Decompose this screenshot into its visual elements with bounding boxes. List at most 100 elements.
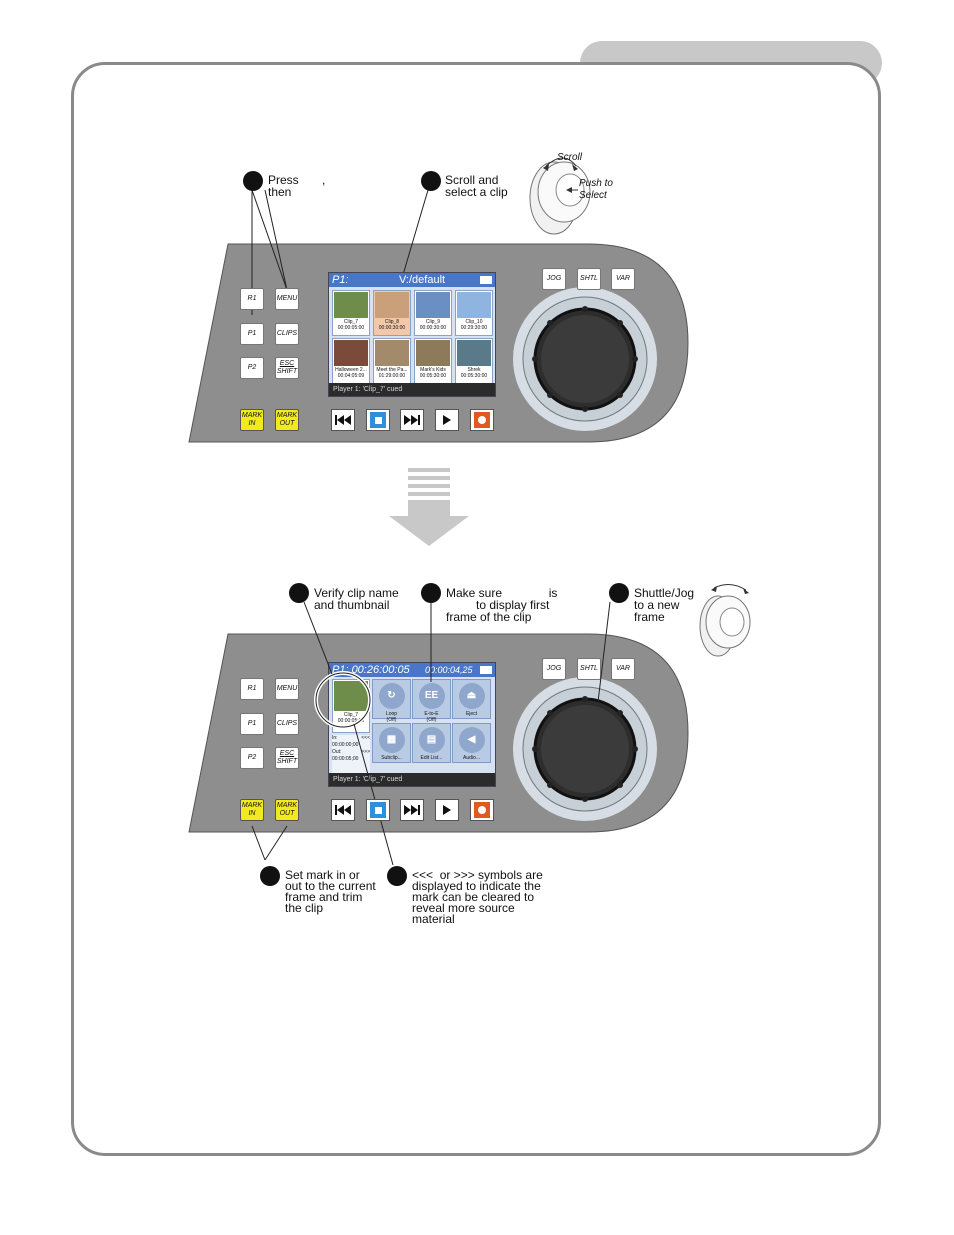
key-clips[interactable]: CLIPS [275, 323, 299, 345]
key-esc-shift[interactable]: ESC SHIFT [275, 357, 299, 379]
key-r1[interactable]: R1 [240, 288, 264, 310]
audio-icon: ◀ [458, 727, 485, 753]
edit-list-icon: ▤ [418, 727, 445, 753]
key-mark-out-bottom[interactable]: MARK OUT [275, 799, 299, 821]
play-button[interactable] [435, 409, 459, 431]
key-mark-out[interactable]: MARK OUT [275, 409, 299, 431]
key-menu-bottom[interactable]: MENU [275, 678, 299, 700]
fast-forward-button-bottom[interactable] [400, 799, 424, 821]
key-esc-shift-bottom[interactable]: ESC SHIFT [275, 747, 299, 769]
clip-name: Shrek [467, 367, 481, 373]
key-mark-in-bottom[interactable]: MARK IN [240, 799, 264, 821]
clip-thumbnail-item[interactable]: Meet the Pa...01:29:00:00 [373, 338, 411, 384]
stop-button[interactable] [366, 409, 390, 431]
clip-name: Mark's Kids [420, 367, 446, 373]
clip-name: Clip_8 [384, 319, 400, 325]
play-button-bottom[interactable] [435, 799, 459, 821]
clip-timecode: 00:00:30:00 [419, 325, 447, 331]
fast-forward-icon [404, 415, 420, 425]
current-clip-tc: 00:00:05:00 [337, 718, 365, 724]
eject-button[interactable]: ⏏ Eject [452, 679, 491, 719]
step-bullet-3 [289, 583, 309, 603]
fast-forward-button[interactable] [400, 409, 424, 431]
audio-label: Audio... [463, 755, 480, 761]
key-var[interactable]: VAR [611, 268, 635, 290]
key-r1-bottom[interactable]: R1 [240, 678, 264, 700]
out-label: Out: [332, 749, 342, 755]
current-clip-name: Clip_7 [343, 712, 359, 718]
record-button-bottom[interactable] [470, 799, 494, 821]
key-shtl[interactable]: SHTL [577, 268, 601, 290]
clip-name: Meet the Pa... [376, 367, 408, 373]
key-clips-bottom[interactable]: CLIPS [275, 713, 299, 735]
rewind-button-bottom[interactable] [331, 799, 355, 821]
key-jog-bottom[interactable]: JOG [542, 658, 566, 680]
clip-timecode: 00:04:05:09 [337, 373, 365, 379]
select-knob-icon [529, 157, 591, 235]
clip-timecode: 01:29:00:00 [378, 373, 406, 379]
key-p1-bottom[interactable]: P1 [240, 713, 264, 735]
stop-button-bottom[interactable] [366, 799, 390, 821]
step-bullet-2 [421, 171, 441, 191]
lcd-header-top: P1: V:/default [329, 273, 495, 287]
ee-label: E-to-E (Off) [424, 711, 439, 723]
lcd-header-bottom: P1: 00:26:00:05 00:00:04,25 [329, 663, 495, 677]
eject-label: Eject [465, 711, 478, 717]
eject-icon: ⏏ [458, 683, 485, 709]
subclip-button[interactable]: ▦Subclip... [372, 723, 411, 763]
clip-image [457, 292, 491, 318]
loop-icon: ↻ [378, 683, 405, 709]
step-bullet-5 [609, 583, 629, 603]
step-4-text: Make sure is to display first frame of t… [446, 586, 558, 624]
down-arrow-icon [389, 468, 469, 546]
step-3-text: Verify clip name and thumbnail [314, 586, 399, 612]
lcd-duration: 00:00:04,25 [425, 665, 473, 675]
key-menu[interactable]: MENU [275, 288, 299, 310]
key-p2-bottom[interactable]: P2 [240, 747, 264, 769]
fast-forward-icon [404, 805, 420, 815]
step-bullet-6 [260, 866, 280, 886]
key-esc-label-bottom: ESC [279, 750, 295, 757]
key-var-bottom[interactable]: VAR [611, 658, 635, 680]
clip-name: Halloween 2... [335, 367, 367, 373]
clip-thumbnail-item[interactable]: Halloween 2...00:04:05:09 [332, 338, 370, 384]
clip-name: Clip_9 [425, 319, 441, 325]
out-timecode: 00:00:05;00 [332, 756, 359, 762]
record-button[interactable] [470, 409, 494, 431]
mark-in-out-readout: In: <<< 00:00:00;00 Out: >>> 00:00:05;00 [332, 735, 370, 773]
clip-timecode: 00:05:30:00 [419, 373, 447, 379]
in-label: In: [332, 735, 338, 741]
edit-list-label: Edit List... [420, 755, 443, 761]
callout-lines-bottom [251, 601, 611, 866]
edit-list-button[interactable]: ▤ Edit List... [412, 723, 451, 763]
key-shtl-bottom[interactable]: SHTL [577, 658, 601, 680]
clip-image [416, 292, 450, 318]
record-icon [474, 412, 490, 428]
play-icon [443, 415, 451, 425]
clip-timecode: 00:00:05:00 [337, 325, 365, 331]
key-jog[interactable]: JOG [542, 268, 566, 290]
audio-button[interactable]: ◀ Audio... [452, 723, 491, 763]
in-arrows: <<< [361, 735, 370, 741]
step-bullet-7 [387, 866, 407, 886]
step-2-text: Scroll and select a clip [445, 173, 508, 199]
step-1-text: Press , then [268, 173, 326, 199]
key-p1[interactable]: P1 [240, 323, 264, 345]
subclip-icon: ▦ [378, 727, 405, 753]
clip-timecode: 00:05:30:00 [460, 373, 488, 379]
rewind-button[interactable] [331, 409, 355, 431]
key-mark-in[interactable]: MARK IN [240, 409, 264, 431]
lcd-player-label: P1: [332, 274, 349, 286]
key-p2[interactable]: P2 [240, 357, 264, 379]
record-icon [474, 802, 490, 818]
loop-button[interactable]: ↻Loop (Off) [372, 679, 411, 723]
play-icon [443, 805, 451, 815]
clip-timecode: 00:29:30:00 [460, 325, 488, 331]
